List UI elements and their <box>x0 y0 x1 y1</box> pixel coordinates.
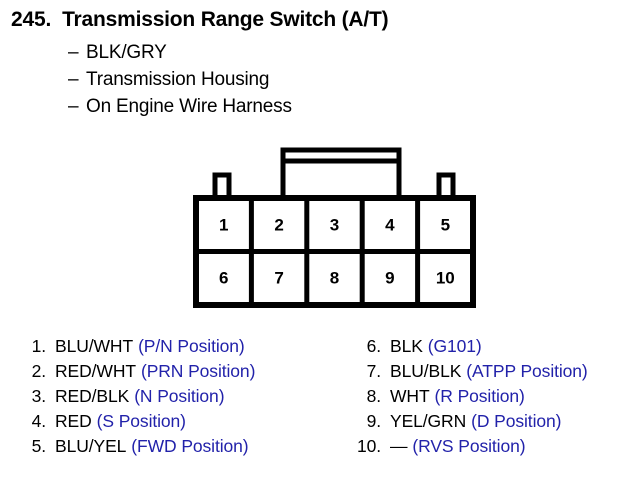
legend-wire-color: BLK <box>390 336 423 356</box>
pin-number: 8 <box>330 268 339 287</box>
legend-wire-color: BLU/WHT <box>55 336 134 356</box>
dash-marker: – <box>68 42 79 63</box>
subtitle-line-location: –Transmission Housing <box>68 69 269 91</box>
pin-number: 3 <box>330 215 339 234</box>
list-item: 7. BLU/BLK(ATPP Position) <box>351 359 588 384</box>
pin-number: 7 <box>274 268 283 287</box>
legend-wire-color: BLU/YEL <box>55 436 127 456</box>
subtitle-text: On Engine Wire Harness <box>86 96 292 117</box>
legend-position: (FWD Position) <box>131 436 249 456</box>
legend-pin-number: 1. <box>31 336 47 356</box>
pin-number-row-bottom: 6 7 8 9 10 <box>219 268 455 287</box>
legend-wire-color: RED/BLK <box>55 386 130 406</box>
title-text: Transmission Range Switch (A/T) <box>62 8 389 31</box>
subtitle-line-wire-color: –BLK/GRY <box>68 42 167 64</box>
legend-pin-number: 10. <box>356 436 381 456</box>
legend-wire-color: YEL/GRN <box>390 411 467 431</box>
legend-wire-color: — <box>390 436 408 456</box>
subtitle-line-harness: –On Engine Wire Harness <box>68 96 292 118</box>
legend-pin-number: 8. <box>366 386 382 406</box>
legend-pin-number: 5. <box>31 436 47 456</box>
legend-wire-color: RED/WHT <box>55 361 136 381</box>
subtitle-text: Transmission Housing <box>86 69 270 90</box>
legend-position: (ATPP Position) <box>466 361 588 381</box>
legend-position: (N Position) <box>134 386 225 406</box>
legend-wire-color: WHT <box>390 386 430 406</box>
legend-wire-color: BLU/BLK <box>390 361 462 381</box>
list-item: 10. —(RVS Position) <box>351 434 588 459</box>
list-item: 9. YEL/GRN(D Position) <box>351 409 588 434</box>
dash-marker: – <box>68 69 79 90</box>
dash-marker: – <box>68 96 79 117</box>
pin-number: 5 <box>441 215 450 234</box>
list-item: 3. RED/BLK(N Position) <box>16 384 255 409</box>
list-item: 2. RED/WHT(PRN Position) <box>16 359 256 384</box>
subtitle-text: BLK/GRY <box>86 42 167 63</box>
pin-number: 9 <box>385 268 394 287</box>
title-number: 245. <box>11 8 52 31</box>
legend-position: (RVS Position) <box>412 436 526 456</box>
legend-position: (PRN Position) <box>140 361 256 381</box>
list-item: 5. BLU/YEL(FWD Position) <box>16 434 255 459</box>
pin-number: 10 <box>436 268 455 287</box>
list-item: 8. WHT(R Position) <box>351 384 588 409</box>
connector-top-latch <box>280 147 402 203</box>
legend-position: (P/N Position) <box>138 336 245 356</box>
pin-legend-column-left: 1. BLU/WHT(P/N Position) 2. RED/WHT(PRN Po… <box>16 334 256 459</box>
legend-pin-number: 9. <box>366 411 382 431</box>
legend-position: (G101) <box>427 336 482 356</box>
legend-pin-number: 2. <box>31 361 47 381</box>
legend-position: (R Position) <box>434 386 525 406</box>
connector-diagram: 1 2 3 4 5 6 7 8 9 10 <box>185 143 485 313</box>
list-item: 1. BLU/WHT(P/N Position) <box>16 334 255 359</box>
pin-legend-column-right: 6. BLK(G101) 7. BLU/BLK(ATPP Position) 8. W… <box>351 334 588 459</box>
legend-pin-number: 3. <box>31 386 47 406</box>
page-title: 245. Transmission Range Switch (A/T) <box>11 8 389 32</box>
connector-body <box>193 195 476 308</box>
legend-pin-number: 4. <box>31 411 47 431</box>
pin-number-row-top: 1 2 3 4 5 <box>219 215 450 234</box>
pin-number: 4 <box>385 215 395 234</box>
legend-wire-color: RED <box>55 411 92 431</box>
list-item: 6. BLK(G101) <box>351 334 588 359</box>
list-item: 4. RED(S Position) <box>16 409 255 434</box>
legend-position: (S Position) <box>96 411 186 431</box>
pin-number: 6 <box>219 268 228 287</box>
pin-number: 2 <box>274 215 283 234</box>
legend-pin-number: 7. <box>366 361 382 381</box>
legend-position: (D Position) <box>471 411 562 431</box>
legend-pin-number: 6. <box>366 336 382 356</box>
pin-number: 1 <box>219 215 228 234</box>
